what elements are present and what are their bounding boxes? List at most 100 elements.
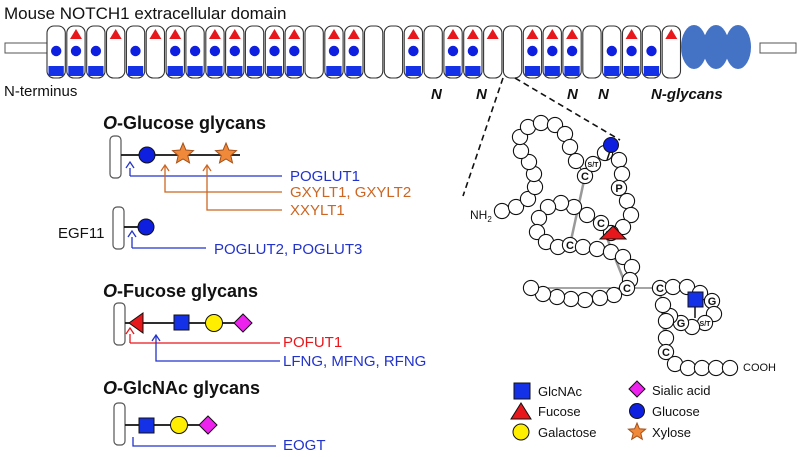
- egf-repeat: [344, 25, 364, 79]
- fucose-icon: [566, 29, 579, 39]
- glucose-icon: [90, 45, 102, 57]
- o-fucose-egf-bar: [113, 302, 126, 346]
- lnr-domain-3: [725, 25, 751, 69]
- residue-bead: [539, 198, 557, 216]
- residue-bead: [567, 152, 585, 170]
- galactose-icon: [205, 314, 223, 332]
- galactose-icon: [512, 423, 530, 441]
- egf-repeat: [582, 25, 602, 79]
- sialic-acid-icon: [233, 313, 253, 333]
- glucose-icon: [269, 45, 280, 57]
- o-glcnac-marker: [624, 66, 640, 76]
- residue-bead: [613, 165, 631, 183]
- glucose-icon: [348, 45, 359, 57]
- egf-repeat: [284, 25, 304, 79]
- fucose-icon: [208, 29, 221, 39]
- fucose-icon: [109, 29, 122, 39]
- fucose-icon: [625, 29, 638, 39]
- egf-repeat: [562, 25, 582, 79]
- egf-repeat: [522, 25, 543, 79]
- n-glycan-site-1: N: [431, 86, 443, 103]
- glucose-icon: [467, 45, 479, 57]
- cysteine-bead-label: C: [662, 347, 670, 359]
- o-glcnac-egf-bar: [113, 402, 126, 446]
- egf11-bar: [112, 206, 125, 250]
- egf-repeat-box: [363, 25, 384, 79]
- glucose-icon: [189, 45, 201, 57]
- fucose-icon: [128, 312, 144, 334]
- fucose-icon: [407, 29, 420, 39]
- o-glcnac-marker: [643, 66, 660, 76]
- glcnac-icon: [687, 291, 704, 308]
- residue-bead: [512, 142, 530, 160]
- o-glcnac-marker: [465, 66, 481, 76]
- o-glcnac-marker: [326, 66, 342, 76]
- legend-sialic-acid: Sialic acid: [652, 383, 711, 398]
- egf-repeat: [185, 25, 205, 79]
- glycosylation-site-bead-label: S/T: [700, 321, 712, 328]
- glycine-bead-label: G: [708, 296, 717, 308]
- cysteine-bead-label: C: [581, 171, 589, 183]
- glucose-icon: [138, 146, 156, 164]
- residue-bead: [520, 153, 538, 171]
- sialic-acid-icon: [628, 380, 646, 398]
- xylose-icon: [171, 141, 195, 164]
- o-glcnac-marker: [167, 66, 183, 76]
- glucose-icon: [289, 45, 300, 57]
- glucose-icon: [137, 218, 155, 236]
- residue-bead: [618, 192, 636, 210]
- n-glycan-site-2: N: [476, 86, 488, 103]
- glucose-icon: [566, 45, 578, 57]
- c-terminal-stalk: [759, 42, 797, 54]
- residue-bead: [679, 359, 697, 377]
- residue-bead: [721, 359, 739, 377]
- o-glcnac-marker: [187, 66, 203, 76]
- fucose-icon: [546, 29, 559, 39]
- o-glcnac-marker: [445, 66, 461, 76]
- proline-bead-label: P: [615, 183, 622, 195]
- residue-bead: [622, 206, 640, 224]
- fucose-icon: [466, 29, 479, 39]
- glucose-icon: [170, 45, 181, 57]
- fucose-icon: [447, 29, 459, 39]
- fucose-icon: [70, 29, 82, 39]
- sialic-acid-icon: [198, 415, 218, 435]
- residue-bead: [654, 296, 672, 314]
- fucose-icon: [665, 29, 678, 39]
- enzyme-fringe: LFNG, MFNG, RFNG: [283, 353, 426, 370]
- residue-bead: [576, 291, 594, 309]
- enzyme-poglut2-3: POGLUT2, POGLUT3: [214, 241, 362, 258]
- o-glcnac-marker: [405, 66, 421, 76]
- proline-bead: [610, 179, 628, 197]
- cysteine-bead-label: C: [623, 283, 631, 295]
- cysteine-bead-label: C: [566, 240, 574, 252]
- fucose-icon: [328, 29, 340, 39]
- cysteine-bead-label: C: [597, 218, 605, 230]
- fucose-icon: [486, 29, 499, 39]
- egf-repeat: [483, 25, 503, 79]
- residue-bead: [605, 286, 623, 304]
- o-glcnac-marker: [544, 66, 560, 76]
- residue-bead: [507, 198, 525, 216]
- glucose-icon: [328, 45, 340, 57]
- enzyme-eogt: EOGT: [283, 437, 326, 454]
- egf-repeat: [86, 25, 106, 79]
- fucose-icon: [169, 29, 182, 39]
- fucose-icon: [268, 29, 281, 39]
- residue-bead: [562, 290, 580, 308]
- egf-repeat: [225, 25, 245, 79]
- egf-repeat: [403, 25, 424, 79]
- glucose-icon: [629, 403, 645, 419]
- egf-repeat: [105, 25, 126, 79]
- residue-bead: [657, 312, 675, 330]
- glucose-icon: [646, 45, 657, 57]
- n-terminal-stalk: [4, 42, 48, 54]
- o-glcnac-marker: [68, 66, 84, 76]
- residue-bead: [578, 206, 596, 224]
- glycine-bead-label: G: [677, 318, 686, 330]
- residue-bead: [561, 138, 579, 156]
- residue-bead: [588, 240, 606, 258]
- o-glcnac-marker: [266, 66, 283, 76]
- glcnac-icon: [138, 417, 155, 434]
- zoom-line-right: [514, 77, 621, 141]
